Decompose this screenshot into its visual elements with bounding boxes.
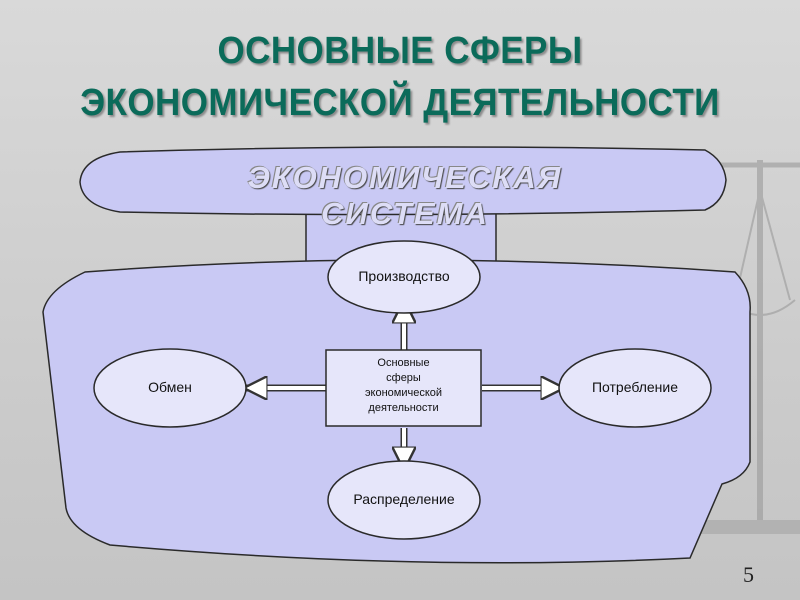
node-distribution-ellipse — [327, 460, 481, 540]
node-exchange-ellipse — [93, 348, 247, 428]
center-text-line: сферы — [386, 372, 421, 384]
center-text-line: деятельности — [368, 402, 439, 414]
page-number: 5 — [743, 562, 754, 587]
slide-title-line-2: ЭКОНОМИЧЕСКОЙ ДЕЯТЕЛЬНОСТИ — [80, 82, 720, 124]
node-distribution-label: Распределение — [353, 491, 455, 507]
node-consumption-label: Потребление — [591, 379, 679, 395]
node-production-ellipse — [327, 240, 481, 314]
system-label-line-1: ЭКОНОМИЧЕСКАЯ — [247, 160, 563, 195]
system-banner — [79, 146, 727, 216]
node-exchange-label: Обмен — [148, 379, 192, 395]
system-label-line-2: СИСТЕМА — [321, 196, 489, 231]
center-text-line: экономической — [364, 387, 443, 399]
node-consumption-ellipse — [558, 348, 712, 428]
center-box — [325, 349, 482, 427]
center-text-line: Основные — [377, 357, 430, 369]
slide-title-line-1: ОСНОВНЫЕ СФЕРЫ — [217, 30, 583, 72]
node-production-label: Производство — [358, 268, 450, 284]
center-text: Основные сферы экономической деятельност… — [326, 356, 481, 416]
